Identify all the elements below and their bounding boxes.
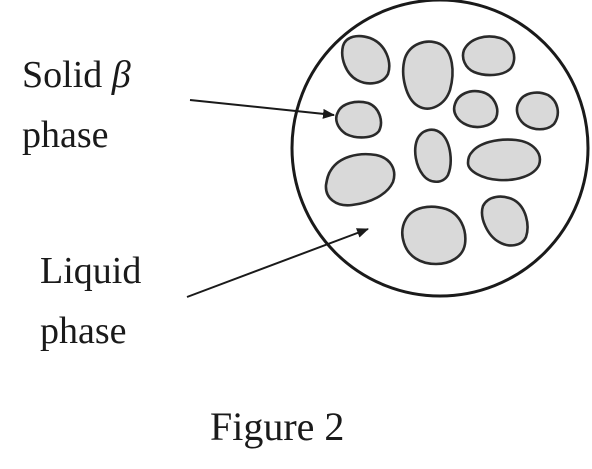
grain <box>452 89 499 129</box>
grain <box>401 40 454 110</box>
solid-grains <box>324 34 560 266</box>
grain <box>413 128 452 184</box>
grain <box>515 91 560 131</box>
solid-phase-label: Solid β <box>22 54 131 96</box>
grain <box>480 195 529 247</box>
liquid-phase-label-line2: phase <box>40 310 127 352</box>
solid-arrow <box>189 99 335 119</box>
grain <box>340 34 391 85</box>
grain <box>334 100 383 139</box>
solid-phase-label-line2: phase <box>22 114 109 156</box>
grain <box>400 205 467 266</box>
figure-caption: Figure 2 <box>210 404 344 449</box>
grain <box>466 138 542 182</box>
grain <box>324 152 396 207</box>
liquid-phase-label: Liquid <box>40 250 141 292</box>
liquid-arrow <box>186 228 369 298</box>
grain <box>461 35 516 77</box>
solid-label-text: Solid <box>22 54 112 96</box>
beta-symbol: β <box>111 54 131 96</box>
